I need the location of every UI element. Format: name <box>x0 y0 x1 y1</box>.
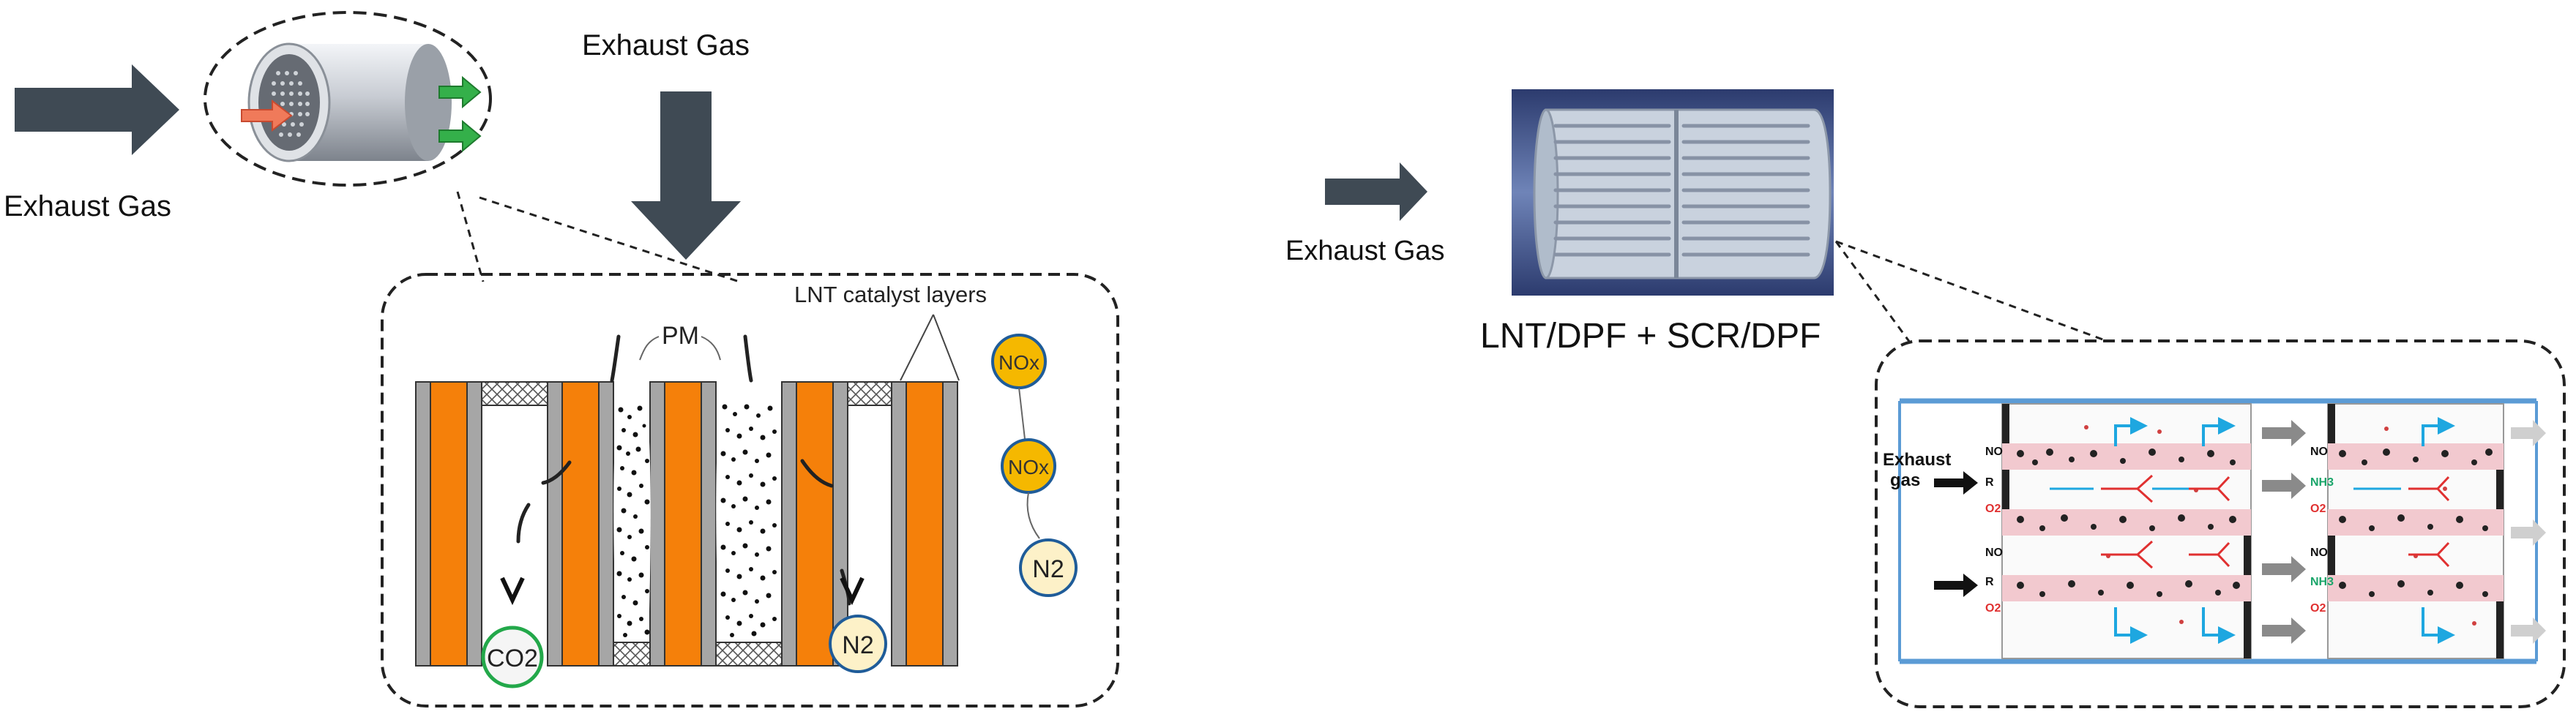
inset-lnt-label-6: O2 <box>1985 602 2001 615</box>
svg-text:N2: N2 <box>1032 555 1064 583</box>
inset-lnt-label-2: R <box>1985 476 1994 489</box>
pm-deposit-left <box>613 395 651 641</box>
left-diagram: Exhaust Gas Exhaust Gas <box>4 11 1119 707</box>
inset-scr-label-2: NH3 <box>2310 476 2334 489</box>
lnt-channel-walls <box>415 381 958 667</box>
exhaust-gas-label-right: Exhaust Gas <box>1285 236 1445 266</box>
inset-lnt-label-5: R <box>1985 576 1994 588</box>
lnt-catalyst-layers-label: LNT catalyst layers <box>794 282 987 307</box>
exhaust-gas-label-top: Exhaust Gas <box>582 29 750 61</box>
inset-scr-label-4: NO <box>2310 547 2328 559</box>
catalyst-cylinder-icon <box>241 42 482 162</box>
channel-plugs <box>481 381 892 667</box>
n2-circle-right: N2 <box>1019 538 1078 597</box>
filter-module-icon <box>1512 89 1834 296</box>
lnt-detail-box <box>381 273 1119 707</box>
inset-lnt-label-3: O2 <box>1985 503 2001 515</box>
chevron-down-icon <box>500 577 525 606</box>
arrow-right-icon <box>15 64 179 155</box>
svg-text:CO2: CO2 <box>487 645 538 672</box>
svg-text:NOx: NOx <box>998 351 1039 374</box>
inset-scr-label-1: NO <box>2310 446 2328 458</box>
co2-circle: CO2 <box>481 626 544 688</box>
nox-circle-mid: NOx <box>1001 438 1056 494</box>
filter-inset: Exhaust gas NO R O2 NO R O2 NO NH3 O2 NO… <box>1883 398 2546 664</box>
arrow-down-icon <box>631 91 741 260</box>
chevron-down-icon <box>840 577 865 606</box>
catalyst-highlight-ellipse <box>204 11 492 187</box>
pm-label: PM <box>662 322 699 350</box>
inset-gas-label: gas <box>1890 470 1920 490</box>
filter-detail-box <box>1875 339 2566 708</box>
nox-circle-top: NOx <box>991 334 1047 389</box>
inset-scr-label-5: NH3 <box>2310 576 2334 588</box>
n2-circle-bottom: N2 <box>829 615 887 673</box>
right-diagram: Exhaust Gas LNT/DPF + SCR/DPF <box>1285 89 2566 708</box>
filter-title: LNT/DPF + SCR/DPF <box>1480 317 1821 356</box>
svg-text:NOx: NOx <box>1008 456 1049 478</box>
inset-scr-label-6: O2 <box>2310 602 2326 615</box>
pm-deposit-right <box>716 395 781 641</box>
arrow-right-icon <box>1325 162 1427 221</box>
inset-lnt-label-1: NO <box>1985 446 2003 458</box>
svg-text:N2: N2 <box>842 631 873 659</box>
inset-scr-label-3: O2 <box>2310 503 2326 515</box>
inset-lnt-label-4: NO <box>1985 547 2003 559</box>
inset-exhaust-label: Exhaust <box>1883 450 1951 470</box>
exhaust-gas-label-left: Exhaust Gas <box>4 190 171 222</box>
